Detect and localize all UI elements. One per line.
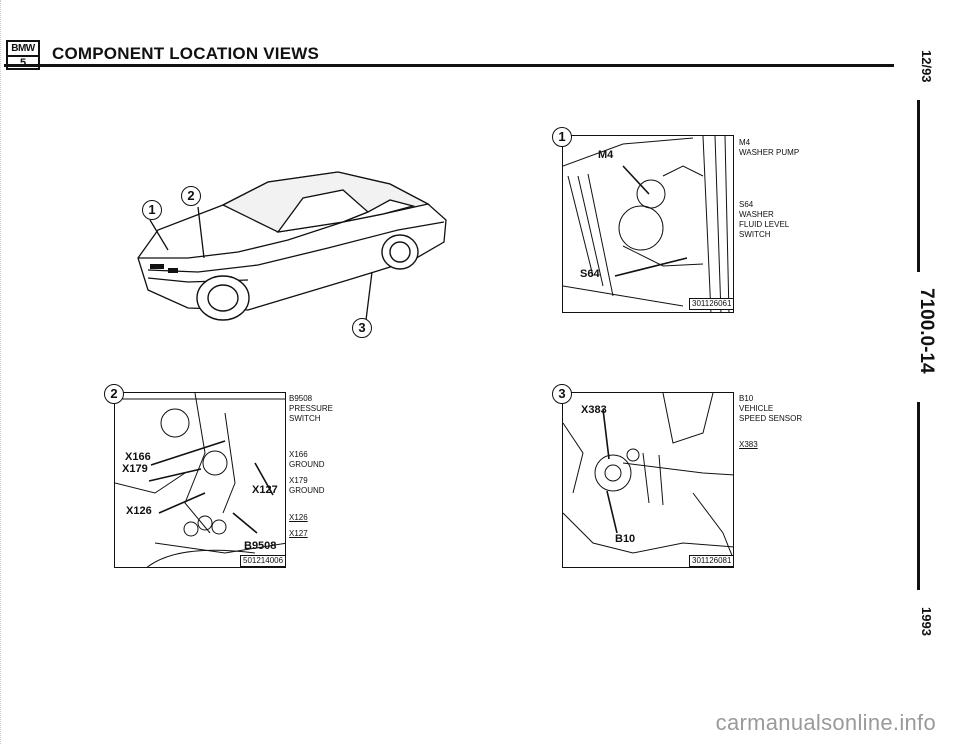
side-date: 12/93 [919,50,934,83]
logo-series: 5 [19,57,27,69]
panel-3-drawing [563,393,733,560]
legend-desc: FLUID LEVEL [739,220,790,229]
panel-1-drawing [563,136,730,312]
panel-2-label-x179: X179 [122,463,148,475]
legend-code: M4 [739,138,751,147]
panel-2-label-x166: X166 [125,451,151,463]
panel-1-legend: M4 WASHER PUMP S64 WASHER FLUID LEVEL SW… [739,138,799,240]
panel-2-label-x126: X126 [126,505,152,517]
legend-code: X127 [289,529,308,538]
page-edge-marks [0,0,3,744]
panel-3-label-x383: X383 [581,404,607,416]
header-rule [4,64,894,67]
legend-code: S64 [739,200,754,209]
panel-1-label-s64: S64 [580,268,600,280]
legend-desc: GROUND [289,486,325,495]
side-rule-top [917,100,920,272]
car-callout-2: 2 [181,186,201,206]
panel-2-number: 2 [104,384,124,404]
panel-1-number: 1 [552,127,572,147]
legend-code: X126 [289,513,308,522]
panel-1-image [562,135,734,313]
page-title: COMPONENT LOCATION VIEWS [52,44,320,63]
legend-code: B9508 [289,394,313,403]
car-callout-1: 1 [142,200,162,220]
panel-2-legend: B9508 PRESSURE SWITCH X166 GROUND X179 G… [289,394,333,539]
panel-3-number: 3 [552,384,572,404]
panel-3-image [562,392,734,568]
panel-2-image [114,392,286,568]
legend-code: X383 [739,440,758,449]
side-rule-bottom [917,402,920,590]
panel-2-label-x127: X127 [252,484,278,496]
panel-3-ref: 301126081 [689,555,735,567]
legend-desc: SWITCH [739,230,771,239]
legend-desc: WASHER PUMP [739,148,800,157]
side-page-code: 7100.0-14 [916,288,937,374]
legend-code: B10 [739,394,754,403]
logo-brand: BMW [8,42,38,57]
panel-3-legend: B10 VEHICLE SPEED SENSOR X383 [739,394,802,450]
panel-3-label-b10: B10 [615,533,636,545]
legend-code: X166 [289,450,308,459]
panel-2-drawing [115,393,285,567]
panel-2-ref: 501214006 [240,555,287,567]
legend-desc: PRESSURE [289,404,334,413]
legend-desc: SPEED SENSOR [739,414,803,423]
panel-2-label-b9508: B9508 [244,540,277,552]
legend-desc: SWITCH [289,414,321,423]
car-illustration [137,171,447,321]
legend-desc: WASHER [739,210,774,219]
site-watermark: carmanualsonline.info [715,710,936,735]
legend-desc: GROUND [289,460,325,469]
car-callout-3: 3 [352,318,372,338]
bmw-5-logo: BMW 5 [6,40,40,70]
panel-1-label-m4: M4 [598,149,614,161]
legend-code: X179 [289,476,308,485]
panel-1-ref: 301126061 [689,298,735,310]
legend-desc: VEHICLE [739,404,774,413]
side-year: 1993 [919,607,934,636]
